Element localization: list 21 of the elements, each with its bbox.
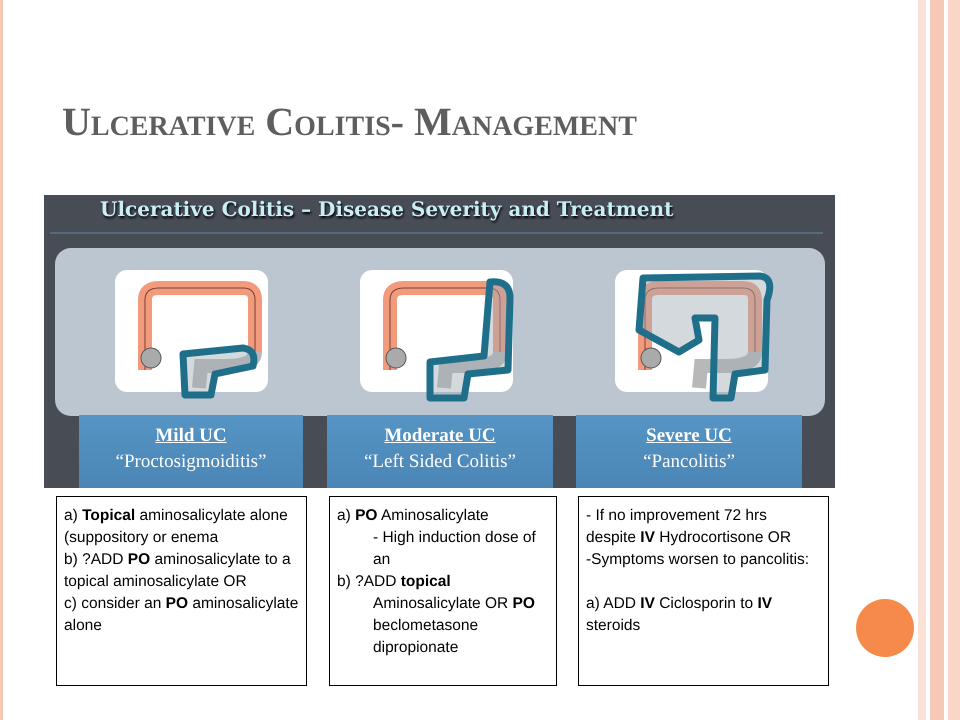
severity-subtitle: “Pancolitis” — [642, 450, 736, 474]
severity-panel — [44, 195, 835, 488]
treatment-box — [329, 496, 557, 686]
severity-subtitle: “Left Sided Colitis” — [363, 450, 517, 474]
severity-box — [576, 415, 802, 488]
treatment-text: c) consider an PO aminosalicylate alone — [64, 594, 299, 636]
treatment-text: a) ADD IV Ciclosporin to IV steroids — [586, 594, 774, 636]
treatment-box — [56, 496, 307, 686]
panel-heading: Ulcerative Colitis – Disease Severity and Treatment — [100, 197, 674, 221]
treatment-text: -Symptoms worsen to pancolitis: — [586, 550, 810, 570]
severity-heading: Mild UC — [154, 424, 228, 448]
severity-subtitle: “Proctosigmoiditis” — [114, 450, 268, 474]
treatment-box — [578, 496, 829, 686]
treatment-text: a) PO Aminosalicylate — [337, 506, 490, 526]
treatment-text: - If no improvement 72 hrs despite IV Hydrocortisone OR — [586, 506, 792, 548]
severity-box — [327, 415, 553, 488]
slide-title: Ulcerative Colitis- Management — [62, 98, 637, 145]
severity-heading: Severe UC — [645, 424, 733, 448]
severity-heading: Moderate UC — [383, 424, 497, 448]
severity-box — [79, 415, 303, 488]
treatment-text: b) ?ADD topical Aminosalicylate OR PO beclometasone dipropionate — [337, 572, 536, 658]
